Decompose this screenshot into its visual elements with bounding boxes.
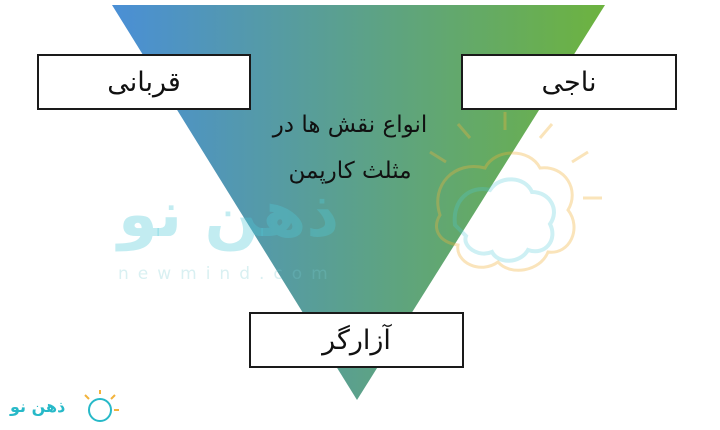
diagram-title-line-2: مثلث کارپمن: [288, 158, 412, 184]
watermark-latin-text: newmind.com: [118, 264, 337, 284]
logo-text: ذهن نو: [10, 397, 66, 416]
role-label-rescuer: ناجی: [541, 66, 597, 98]
brain-watermark-outline: [452, 177, 556, 263]
role-label-persecutor: آزارگر: [322, 324, 391, 356]
brain-watermark-icon: [429, 112, 602, 272]
role-box-persecutor: آزارگر: [249, 312, 464, 368]
diagram-title-line-1: انواع نقش ها در: [272, 112, 428, 138]
role-box-victim: قربانی: [37, 54, 251, 110]
watermark-brand-text: ذهن نو: [118, 178, 340, 252]
role-box-rescuer: ناجی: [461, 54, 677, 110]
logo-brain-icon: [84, 390, 119, 422]
role-label-victim: قربانی: [107, 66, 181, 98]
